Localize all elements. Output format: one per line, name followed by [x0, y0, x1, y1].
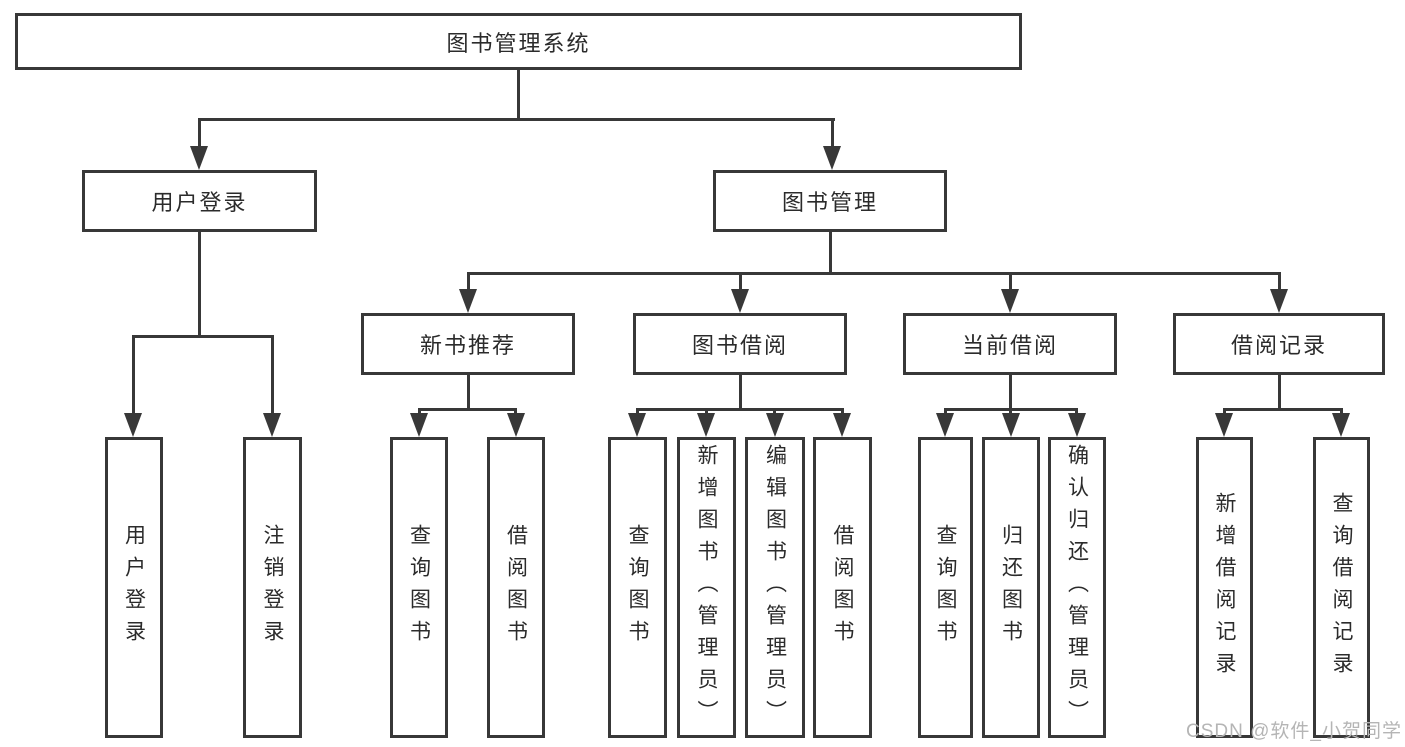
arrowhead-borrow-book-1: [507, 413, 525, 437]
node-new-book-recommend: 新书推荐: [361, 313, 575, 375]
node-library-management-system: 图书管理系统: [15, 13, 1022, 70]
node-borrow-records: 借阅记录: [1173, 313, 1385, 375]
leaf-label: 新增借阅记录: [1213, 491, 1236, 684]
node-book-management: 图书管理: [713, 170, 947, 232]
arrowhead-user-login: [190, 146, 208, 170]
leaf-label: 编辑图书（管理员）: [763, 443, 787, 732]
connector-to-query-borrow-record: [1340, 408, 1343, 416]
leaf-return-book: 归还图书: [982, 437, 1040, 738]
arrowhead-add-book-admin: [697, 413, 715, 437]
arrowhead-records: [1270, 289, 1288, 313]
connector-to-borrow-book-1: [514, 408, 517, 416]
connector-to-query-book-3: [944, 408, 947, 416]
connector-level2-bar: [467, 272, 1281, 275]
leaf-label: 借阅图书: [831, 523, 854, 652]
node-label: 图书借阅: [691, 333, 788, 358]
arrowhead-borrow: [731, 289, 749, 313]
node-label: 图书管理: [781, 190, 878, 215]
connector-to-records: [1278, 272, 1281, 292]
connector-current-stem: [1009, 375, 1012, 411]
arrowhead-current: [1001, 289, 1019, 313]
connector-borrow-stem: [739, 375, 742, 411]
connector-to-edit-book-admin: [773, 408, 776, 416]
leaf-confirm-return-admin: 确认归还（管理员）: [1048, 437, 1106, 738]
connector-records-stem: [1278, 375, 1281, 411]
connector-to-leaf-logout: [271, 335, 274, 415]
connector-user-login-stem: [198, 232, 201, 336]
connector-new-rec-bar: [418, 408, 517, 411]
node-book-borrow: 图书借阅: [633, 313, 847, 375]
connector-to-current: [1009, 272, 1012, 292]
arrowhead-edit-book-admin: [766, 413, 784, 437]
connector-to-query-book-1: [418, 408, 421, 416]
arrowhead-query-book-3: [936, 413, 954, 437]
connector-root-stem: [517, 70, 520, 118]
leaf-query-book-1: 查询图书: [390, 437, 448, 738]
connector-user-login-bar: [132, 335, 274, 338]
node-label: 用户登录: [151, 190, 248, 215]
leaf-label: 查询图书: [934, 523, 957, 652]
node-user-login: 用户登录: [82, 170, 317, 232]
leaf-label: 查询图书: [626, 523, 649, 652]
connector-to-confirm-return-admin: [1075, 408, 1078, 416]
node-label: 图书管理系统: [446, 30, 591, 56]
connector-to-query-book-2: [636, 408, 639, 416]
node-label: 借阅记录: [1230, 333, 1327, 358]
leaf-label: 借阅图书: [504, 523, 528, 652]
leaf-edit-book-admin: 编辑图书（管理员）: [745, 437, 805, 738]
arrowhead-borrow-book-2: [833, 413, 851, 437]
leaf-label: 注销登录: [261, 523, 284, 652]
node-label: 当前借阅: [961, 333, 1058, 358]
leaf-borrow-book-1: 借阅图书: [487, 437, 545, 738]
arrowhead-book-mgmt: [823, 146, 841, 170]
leaf-query-borrow-record: 查询借阅记录: [1313, 437, 1370, 738]
leaf-label: 确认归还（管理员）: [1065, 443, 1089, 732]
connector-to-borrow-book-2: [841, 408, 844, 416]
connector-new-rec-stem: [467, 375, 470, 411]
connector-to-add-book-admin: [705, 408, 708, 416]
arrowhead-query-borrow-record: [1332, 413, 1350, 437]
node-label: 新书推荐: [419, 333, 516, 358]
leaf-add-book-admin: 新增图书（管理员）: [677, 437, 736, 738]
connector-to-add-borrow-record: [1223, 408, 1226, 416]
connector-to-book-mgmt: [831, 118, 834, 150]
arrowhead-add-borrow-record: [1215, 413, 1233, 437]
arrowhead-new-rec: [459, 289, 477, 313]
csdn-watermark: CSDN @软件_小贺同学: [1186, 721, 1402, 742]
connector-records-bar: [1223, 408, 1343, 411]
arrowhead-confirm-return-admin: [1068, 413, 1086, 437]
node-current-borrow: 当前借阅: [903, 313, 1117, 375]
connector-borrow-bar: [636, 408, 844, 411]
connector-to-borrow: [739, 272, 742, 292]
connector-to-new-rec: [467, 272, 470, 292]
leaf-query-book-3: 查询图书: [918, 437, 973, 738]
leaf-logout: 注销登录: [243, 437, 302, 738]
leaf-add-borrow-record: 新增借阅记录: [1196, 437, 1253, 738]
arrowhead-query-book-1: [410, 413, 428, 437]
connector-to-leaf-user-login: [132, 335, 135, 415]
arrowhead-return-book: [1002, 413, 1020, 437]
arrowhead-leaf-logout: [263, 413, 281, 437]
leaf-label: 查询借阅记录: [1330, 491, 1353, 684]
leaf-label: 用户登录: [122, 523, 146, 652]
leaf-user-login: 用户登录: [105, 437, 163, 738]
leaf-label: 归还图书: [999, 523, 1023, 652]
connector-to-return-book: [1009, 408, 1012, 416]
leaf-borrow-book-2: 借阅图书: [813, 437, 872, 738]
connector-book-mgmt-stem: [829, 232, 832, 275]
connector-level1-bar: [198, 118, 835, 121]
leaf-label: 新增图书（管理员）: [695, 443, 718, 732]
leaf-query-book-2: 查询图书: [608, 437, 667, 738]
leaf-label: 查询图书: [407, 523, 431, 652]
arrowhead-query-book-2: [628, 413, 646, 437]
arrowhead-leaf-user-login: [124, 413, 142, 437]
connector-to-user-login: [198, 118, 201, 150]
